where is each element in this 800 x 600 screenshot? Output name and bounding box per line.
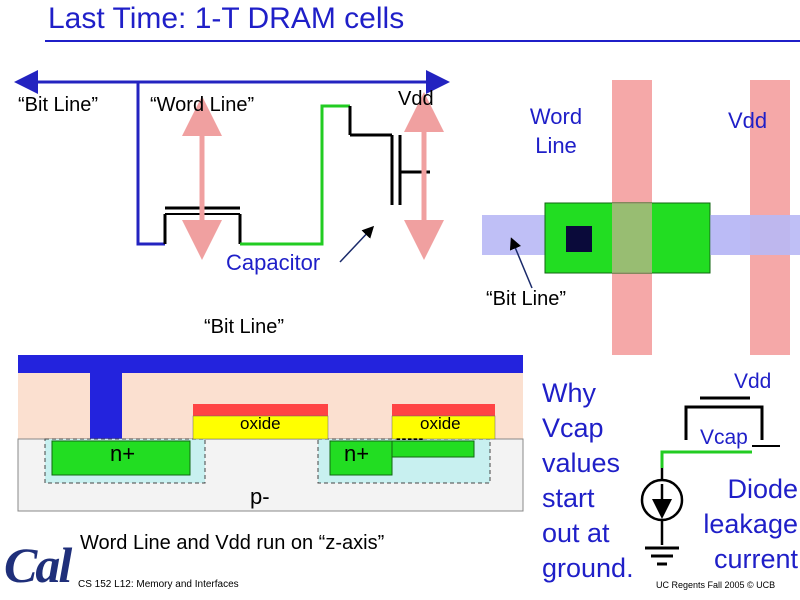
leak-diode-line: leakage: [703, 509, 798, 539]
leak-question-line: out at: [542, 518, 610, 548]
cs-cap-plate: [391, 440, 475, 458]
leak-diode-label: Diode leakage current: [703, 472, 798, 577]
cal-logo: Cal: [4, 537, 72, 593]
leak-vdd-label: Vdd: [734, 370, 772, 393]
cs-bit-line-contact: [90, 373, 122, 439]
leak-question-line: ground.: [542, 553, 634, 583]
cs-nplus-right-label: n+: [344, 441, 370, 466]
cs-gate-right: [392, 404, 495, 416]
leak-diode-line: Diode: [727, 474, 798, 504]
footer-copyright: UC Regents Fall 2005 © UCB: [656, 580, 776, 590]
schematic-storage-wire: [240, 104, 350, 246]
capacitor-label: Capacitor: [226, 250, 321, 275]
leak-question-line: Why: [542, 378, 596, 408]
slide-title: Last Time: 1-T DRAM cells: [48, 2, 405, 35]
leak-diode-current-source: [640, 468, 684, 545]
layout-vdd-overlap: [710, 215, 750, 255]
leak-question-line: start: [542, 483, 595, 513]
layout-bit-line-label: “Bit Line”: [486, 288, 567, 310]
title-underline: [45, 40, 800, 42]
layout-word-line-overlap: [612, 203, 652, 273]
cs-nplus-right: [329, 440, 393, 476]
layout-word-line-label: Word Line: [529, 104, 583, 158]
leak-diode-line: current: [713, 544, 798, 574]
leak-question: Why Vcap values start out at ground.: [542, 376, 634, 586]
leak-ground-symbol: [645, 546, 679, 566]
cs-oxide-right-label: oxide: [420, 414, 461, 433]
schematic-bit-line-wire: [136, 82, 165, 246]
cs-note: Word Line and Vdd run on “z-axis”: [80, 532, 385, 554]
leak-vcap-label: Vcap: [700, 426, 748, 449]
schematic-capacitor-transistor: [348, 106, 430, 205]
leak-vdd-wire: [684, 396, 764, 440]
schematic-word-line-label: “Word Line”: [150, 94, 255, 116]
footer-course: CS 152 L12: Memory and Interfaces: [78, 579, 239, 590]
capacitor-pointer: [339, 225, 375, 263]
cs-oxide-right: [391, 415, 496, 440]
cs-oxide-left: [192, 415, 329, 440]
cs-nplus-left: [51, 440, 191, 476]
cs-top-metal: [18, 355, 523, 373]
cs-substrate-label: p-: [250, 484, 270, 509]
leak-question-line: values: [542, 448, 621, 478]
schematic-vdd-label: Vdd: [398, 88, 434, 110]
layout-bit-line-pointer: [509, 237, 533, 289]
schematic-bit-line-label: “Bit Line”: [18, 94, 99, 116]
cs-bit-line-label: “Bit Line”: [204, 316, 285, 338]
cs-oxide-left-label: oxide: [240, 414, 281, 433]
cs-gate-left: [193, 404, 328, 416]
layout-vdd-label: Vdd: [728, 108, 768, 133]
cs-dashes-label: -----: [396, 430, 425, 446]
cs-nplus-left-label: n+: [110, 441, 136, 466]
leak-question-line: Vcap: [542, 413, 604, 443]
layout-contact: [566, 226, 592, 252]
leak-vcap-wire: [660, 445, 780, 468]
